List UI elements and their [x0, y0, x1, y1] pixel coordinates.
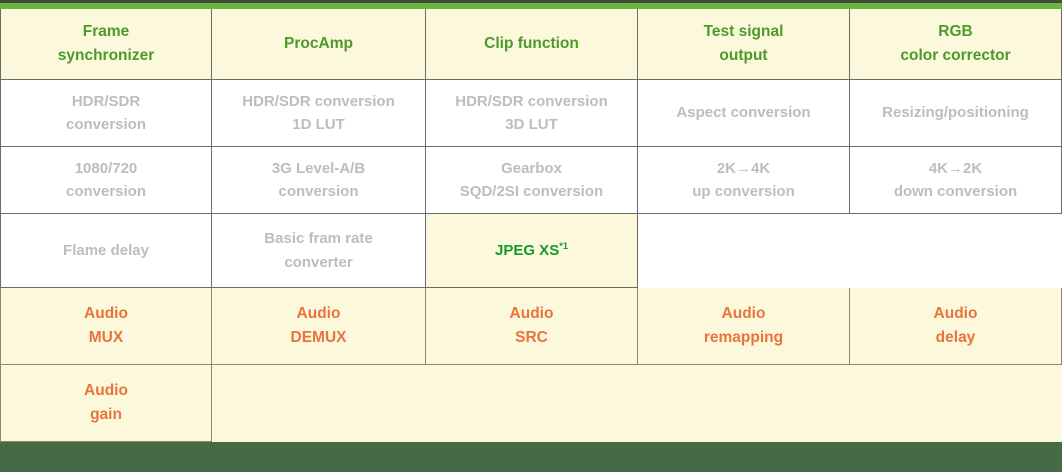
cell-line-1: ProcAmp [284, 34, 353, 52]
column-header-test-signal-output: Test signal output [638, 9, 850, 80]
cell-line-2: converter [284, 253, 353, 271]
cell-line-1: HDR/SDR conversion [455, 92, 608, 110]
table-row: 1080/720 conversion 3G Level-A/B conversion… [0, 147, 1062, 214]
footnote-marker: *1 [559, 240, 568, 251]
empty-cell [638, 365, 850, 442]
table-header-row: Frame synchronizer ProcAmp Clip function Tes… [0, 9, 1062, 80]
cell-line-2: 3D LUT [505, 116, 558, 133]
feature-cell-flame-delay: Flame delay [0, 214, 212, 288]
cell-line-1: Audio [509, 304, 554, 322]
empty-cell [212, 365, 426, 442]
feature-cell-basic-frame-rate-converter: Basic fram rate converter [212, 214, 426, 288]
cell-line-2: gain [90, 406, 122, 423]
cell-line-1: 2K→4K [716, 159, 771, 177]
empty-cell [638, 214, 850, 288]
feature-cell-jpeg-xs: JPEG XS*1 [426, 214, 638, 288]
cell-line-1: Aspect conversion [676, 104, 811, 122]
feature-cell-aspect-conversion: Aspect conversion [638, 80, 850, 147]
cell-line-1: Audio [84, 304, 128, 322]
cell-line-2: remapping [703, 329, 784, 346]
feature-cell-audio-remapping: Audio remapping [638, 288, 850, 365]
empty-cell [426, 365, 638, 442]
feature-cell-audio-gain: Audio gain [0, 365, 212, 442]
cell-line-1: Gearbox [501, 159, 562, 177]
cell-line-1: JPEG XS*1 [495, 240, 568, 259]
cell-line-1: Audio [84, 381, 128, 399]
cell-line-2: conversion [278, 183, 359, 200]
feature-cell-hdr-sdr-conversion-3d-lut: HDR/SDR conversion 3D LUT [426, 80, 638, 147]
cell-line-1: 3G Level-A/B [271, 159, 366, 177]
column-header-procamp: ProcAmp [212, 9, 426, 80]
cell-line-2: MUX [88, 329, 124, 346]
cell-line-1: Test signal [703, 22, 784, 40]
feature-cell-resizing-positioning: Resizing/positioning [850, 80, 1062, 147]
feature-matrix-table: Frame synchronizer ProcAmp Clip function Tes… [0, 9, 1062, 442]
cell-line-2: color corrector [900, 47, 1011, 64]
cell-line-1: Flame delay [63, 241, 149, 259]
cell-line-1: Audio [296, 304, 341, 322]
cell-line-2: SRC [515, 329, 548, 346]
table-row: Audio gain [0, 365, 1062, 442]
cell-line-1: Frame [82, 22, 130, 40]
feature-cell-1080-720-conversion: 1080/720 conversion [0, 147, 212, 214]
cell-line-1: Audio [721, 304, 766, 322]
cell-line-2: DEMUX [290, 329, 347, 346]
cell-line-1: HDR/SDR conversion [242, 92, 395, 110]
column-header-frame-synchronizer: Frame synchronizer [0, 9, 212, 80]
cell-line-1: HDR/SDR [71, 92, 141, 110]
feature-cell-audio-delay: Audio delay [850, 288, 1062, 365]
cell-line-2: SQD/2SI conversion [459, 183, 604, 200]
column-header-rgb-color-corrector: RGB color corrector [850, 9, 1062, 80]
feature-cell-hdr-sdr-conversion-1d-lut: HDR/SDR conversion 1D LUT [212, 80, 426, 147]
empty-cell [850, 365, 1062, 442]
top-dark-strip [0, 0, 1062, 3]
cell-line-1: RGB [938, 22, 973, 40]
cell-line-2: conversion [65, 116, 147, 133]
cell-line-2: down conversion [893, 183, 1018, 200]
cell-line-1: Clip function [484, 34, 579, 52]
feature-cell-4k-to-2k-down-conversion: 4K→2K down conversion [850, 147, 1062, 214]
cell-line-1: Audio [933, 304, 978, 322]
feature-cell-2k-to-4k-up-conversion: 2K→4K up conversion [638, 147, 850, 214]
top-green-accent-bar [0, 3, 1062, 9]
cell-line-2: synchronizer [57, 47, 155, 64]
cell-line-2: 1D LUT [292, 116, 345, 133]
cell-line-1: Resizing/positioning [882, 104, 1029, 122]
cell-line-1: 1080/720 [74, 159, 138, 177]
cell-line-2: up conversion [692, 183, 795, 200]
cell-line-2: delay [935, 329, 976, 346]
column-header-clip-function: Clip function [426, 9, 638, 80]
cell-line-1: Basic fram rate [264, 230, 373, 248]
feature-cell-3g-level-ab-conversion: 3G Level-A/B conversion [212, 147, 426, 214]
feature-cell-hdr-sdr-conversion: HDR/SDR conversion [0, 80, 212, 147]
table-row: Flame delay Basic fram rate converter JPEG … [0, 214, 1062, 288]
cell-line-2: conversion [65, 183, 147, 200]
cell-line-2: output [719, 47, 768, 64]
empty-cell [850, 214, 1062, 288]
cell-line-1: 4K→2K [928, 159, 983, 177]
